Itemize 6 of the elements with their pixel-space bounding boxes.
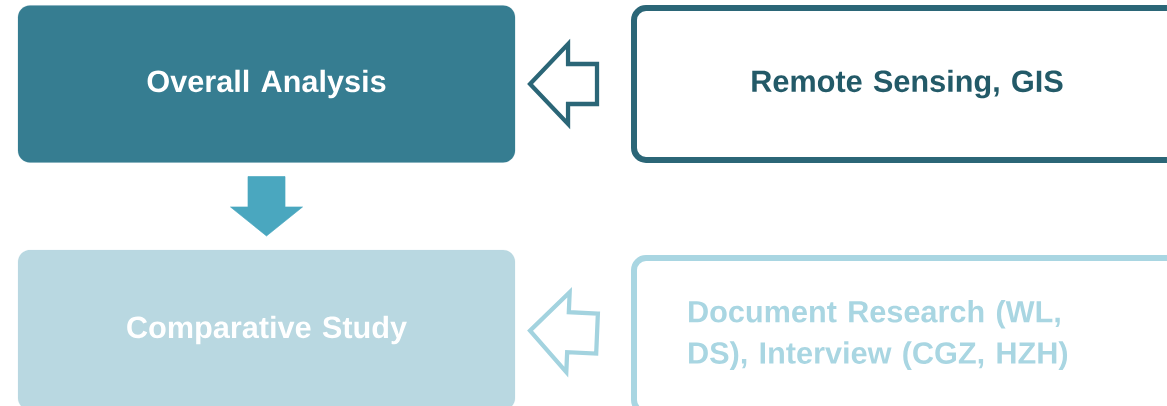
filled-box: Comparative Study [17,249,516,406]
outlined-box: Remote Sensing, GIS [631,5,1167,163]
block-arrow [230,176,303,237]
filled-box: Overall Analysis [17,5,516,163]
outlined-box: Document Research (WL, DS), Interview (CGZ, HZH) [631,255,1167,406]
outline-arrow [527,38,600,130]
